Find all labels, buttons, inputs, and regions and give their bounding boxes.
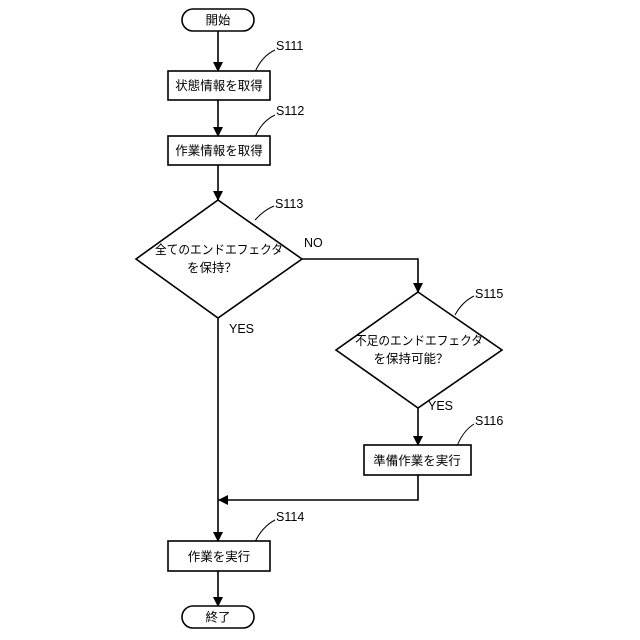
s115-step-label: S115 bbox=[475, 287, 503, 301]
s116-leader bbox=[457, 424, 474, 446]
s115-decision-diamond bbox=[336, 292, 502, 408]
s113-text-line2: を保持？ bbox=[187, 260, 237, 275]
arrow-s113-no-to-s115 bbox=[302, 259, 418, 292]
end-label: 終了 bbox=[205, 610, 230, 625]
s115-text-line2: を保持可能？ bbox=[373, 351, 448, 366]
s112-text: 作業情報を取得 bbox=[175, 143, 263, 158]
s114-step-label: S114 bbox=[276, 510, 304, 524]
s114-leader bbox=[255, 520, 275, 542]
s113-no-label: NO bbox=[304, 236, 323, 250]
s111-leader bbox=[255, 50, 275, 72]
s114-text: 作業を実行 bbox=[188, 549, 251, 564]
start-label: 開始 bbox=[205, 13, 231, 28]
s116-text: 準備作業を実行 bbox=[373, 453, 461, 468]
s113-step-label: S113 bbox=[275, 197, 303, 211]
s111-text: 状態情報を取得 bbox=[175, 78, 263, 93]
s113-text-line1: 全てのエンドエフェクタ bbox=[155, 242, 283, 257]
s115-leader bbox=[455, 296, 474, 315]
arrow-s116-to-main-flow bbox=[219, 475, 418, 500]
s115-text-line1: 不足のエンドエフェクタ bbox=[355, 333, 483, 348]
s113-leader bbox=[255, 206, 274, 220]
s112-step-label: S112 bbox=[276, 104, 304, 118]
s111-step-label: S111 bbox=[276, 39, 303, 53]
s116-step-label: S116 bbox=[475, 414, 503, 428]
s113-decision-diamond bbox=[136, 200, 302, 318]
s112-leader bbox=[255, 115, 275, 137]
s115-yes-label: YES bbox=[428, 399, 453, 413]
s113-yes-label: YES bbox=[229, 322, 254, 336]
